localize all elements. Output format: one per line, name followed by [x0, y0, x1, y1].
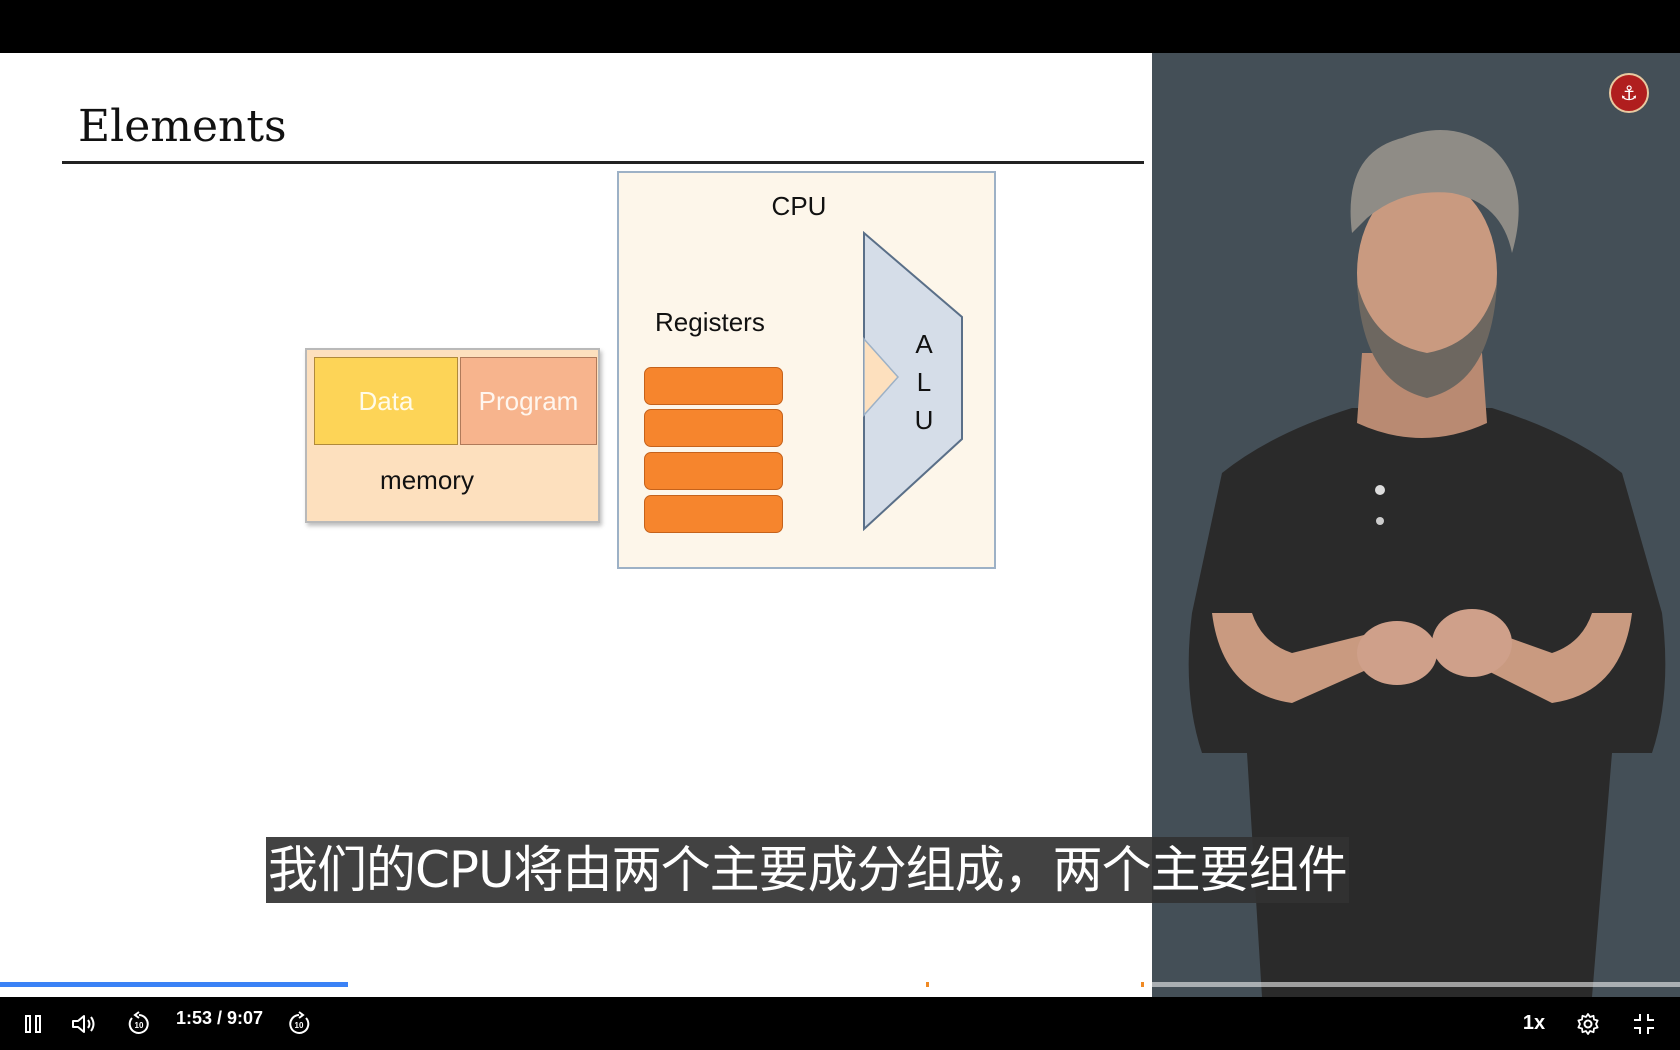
rewind-step-label: 10	[135, 1021, 144, 1030]
seek-bar[interactable]	[0, 982, 1680, 987]
alu-letter-a: A	[915, 329, 933, 359]
seek-bar-progress	[0, 982, 348, 987]
alu-shape	[863, 231, 963, 531]
data-segment: Data	[314, 357, 458, 445]
alu-label: A L U	[909, 325, 939, 439]
caption-text: 我们的CPU将由两个主要成分组成，两个主要组件	[266, 837, 1349, 903]
memory-block: Data Program memory	[305, 348, 600, 523]
register-1	[644, 367, 783, 405]
pause-icon	[25, 1014, 41, 1033]
registers-label: Registers	[655, 307, 765, 337]
forward-step-label: 10	[295, 1021, 304, 1030]
player-controls: 10 1:53 / 9:07 10 1x	[0, 997, 1680, 1050]
alu-letter-u: U	[914, 405, 934, 435]
cpu-block: CPU Registers A L U	[617, 171, 996, 569]
register-2	[644, 409, 783, 447]
channel-logo-icon: ⚓	[1609, 73, 1649, 113]
exit-fullscreen-button[interactable]	[1628, 997, 1660, 1050]
program-segment: Program	[460, 357, 597, 445]
volume-icon	[72, 1014, 95, 1033]
lecture-slide: Elements Data Program memory CPU Registe…	[0, 53, 1152, 997]
volume-button[interactable]	[68, 997, 100, 1050]
gear-icon	[1577, 1012, 1599, 1035]
pause-button[interactable]	[18, 997, 48, 1050]
title-divider	[62, 161, 1144, 164]
slide-title: Elements	[78, 101, 287, 152]
rewind-10-icon: 10	[128, 1010, 149, 1034]
forward-10-icon: 10	[289, 1010, 310, 1034]
cpu-label: CPU	[771, 191, 827, 221]
settings-button[interactable]	[1572, 997, 1604, 1050]
playback-speed-button[interactable]: 1x	[1522, 1012, 1546, 1034]
register-4	[644, 495, 783, 533]
time-display: 1:53 / 9:07	[176, 1008, 264, 1028]
memory-label: memory	[380, 465, 474, 495]
seek-bar-marker	[925, 982, 929, 987]
seek-bar-marker	[1140, 982, 1144, 987]
exit-fullscreen-icon	[1634, 1013, 1654, 1034]
forward-10-button[interactable]: 10	[284, 997, 314, 1050]
top-black-bar	[0, 0, 1680, 53]
register-3	[644, 452, 783, 490]
video-frame[interactable]: Elements Data Program memory CPU Registe…	[0, 53, 1680, 997]
alu-letter-l: L	[916, 367, 932, 397]
rewind-10-button[interactable]: 10	[124, 997, 154, 1050]
